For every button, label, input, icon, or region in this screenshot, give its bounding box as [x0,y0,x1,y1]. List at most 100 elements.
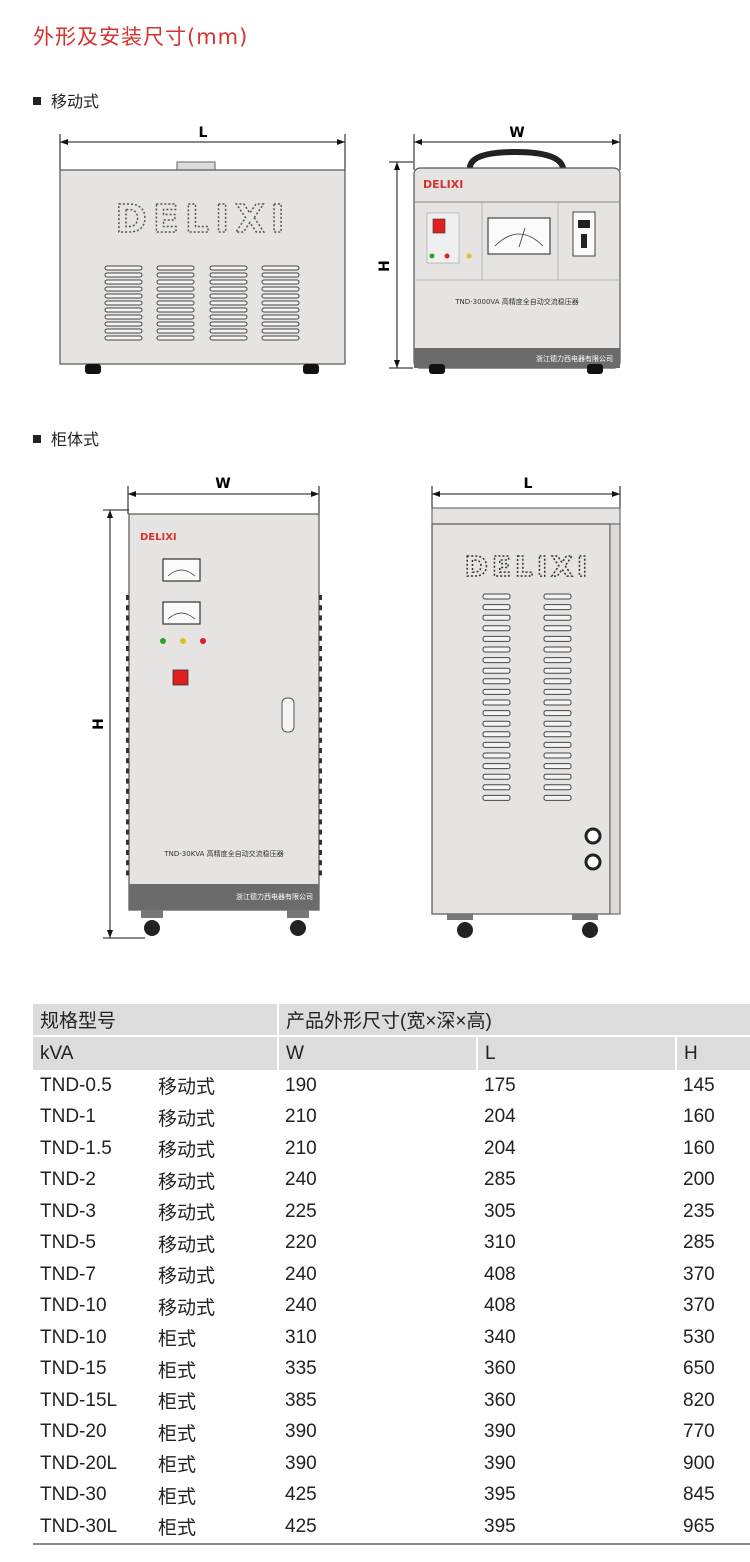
cell-h: 820 [683,1389,715,1411]
cell-model: TND-1 [40,1106,96,1128]
foot-right [303,364,319,374]
portable-front-drawing: W H DELIXI TND-3000VA 高精度全自动交流稳压器 浙江德力西电… [377,125,621,374]
cell-l: 395 [484,1484,516,1506]
foot-left [85,364,101,374]
cell-h: 370 [683,1295,715,1317]
cabinet-roof [431,507,621,525]
label-H-cabinet: H [91,718,107,730]
top-handle [176,161,216,171]
cabinet-vents [482,593,572,801]
page-title: 外形及安装尺寸(mm) [33,25,249,49]
cell-l: 408 [484,1263,516,1285]
cell-model: TND-20L [40,1452,118,1474]
cell-model: TND-15 [40,1358,107,1380]
cell-type: 移动式 [158,1234,216,1256]
brand-logo-front: DELIXI [423,178,463,191]
caster-left-icon [457,922,473,938]
bullet-square-icon [33,96,41,105]
cell-l: 310 [484,1232,516,1254]
cell-type: 柜式 [158,1423,197,1445]
dimension-line-H [389,161,413,369]
cell-w: 240 [285,1295,317,1317]
portable-model-text: TND-3000VA 高精度全自动交流稳压器 [454,297,579,306]
cell-type: 柜式 [158,1455,197,1477]
cell-h: 235 [683,1200,715,1222]
table-subheader-row: kVA W L H [33,1035,750,1070]
cell-l: 408 [484,1295,516,1317]
indicator-green-icon [160,638,166,644]
dimension-line-W [413,134,621,170]
cell-w: 220 [285,1232,317,1254]
indicator-red-icon [200,638,206,644]
spec-table: 规格型号 产品外形尺寸(宽×深×高) kVA W L H TND-0.5 移动式 1… [33,1004,750,1545]
cell-type: 柜式 [158,1329,197,1351]
indicator-green-icon [429,253,435,259]
cell-type: 移动式 [158,1140,216,1162]
cell-model: TND-30L [33,1511,151,1545]
table-row: TND-20L 柜式 390 390 900 [33,1448,750,1480]
cell-type: 移动式 [158,1297,216,1319]
cell-model: TND-7 [40,1263,96,1285]
cell-type: 移动式 [158,1108,216,1130]
label-H: H [377,260,393,272]
side-ribs-right [319,595,322,876]
cell-l: 395 [477,1511,676,1545]
caster-right-icon [290,920,306,936]
cell-type: 柜式 [151,1511,278,1545]
cell-w: 210 [285,1106,317,1128]
cell-h: 160 [683,1106,715,1128]
cell-l: 204 [484,1137,516,1159]
cell-model: TND-30 [40,1484,107,1506]
header-h: H [675,1035,750,1070]
header-dimensions: 产品外形尺寸(宽×深×高) [277,1004,750,1036]
cell-l: 204 [484,1106,516,1128]
cell-model: TND-2 [40,1169,96,1191]
cell-model: TND-5 [40,1232,96,1254]
cell-l: 285 [484,1169,516,1191]
header-model: 规格型号 [33,1004,278,1036]
cell-h: 145 [683,1074,715,1096]
cell-w: 310 [285,1326,317,1348]
label-W-cabinet: W [215,476,230,492]
side-vents [104,265,300,341]
cell-h: 370 [683,1263,715,1285]
label-L: L [199,125,208,141]
brand-dot-logo: DELIXI [115,197,290,241]
cell-w: 210 [285,1137,317,1159]
cell-type: 移动式 [158,1171,216,1193]
caster-right-icon [582,922,598,938]
cell-model: TND-0.5 [40,1074,112,1096]
cable-port-icon [584,853,602,871]
label-W: W [509,125,524,141]
indicator-red-icon [444,253,450,259]
cable-port-icon [584,827,602,845]
cell-l: 390 [484,1452,516,1474]
cell-w: 335 [285,1358,317,1380]
voltmeter-icon [487,217,551,255]
cabinet-bottom-band [129,884,319,910]
cell-h: 900 [683,1452,715,1474]
caster-left-icon [144,920,160,936]
cell-l: 390 [484,1421,516,1443]
cell-type: 柜式 [158,1486,197,1508]
cell-w: 240 [285,1263,317,1285]
cell-h: 285 [683,1232,715,1254]
bullet-square-icon [33,434,41,443]
cell-w: 225 [285,1200,317,1222]
cabinet-side-body [431,523,611,915]
cell-h: 650 [683,1358,715,1380]
cell-h: 965 [676,1511,750,1545]
cell-w: 425 [285,1484,317,1506]
spec-table-body: 规格型号 产品外形尺寸(宽×深×高) kVA W L H TND-0.5 移动式 1… [33,1004,750,1545]
section-label-cabinet: 柜体式 [33,426,99,450]
cell-type: 移动式 [158,1077,216,1099]
cell-w: 390 [285,1452,317,1474]
